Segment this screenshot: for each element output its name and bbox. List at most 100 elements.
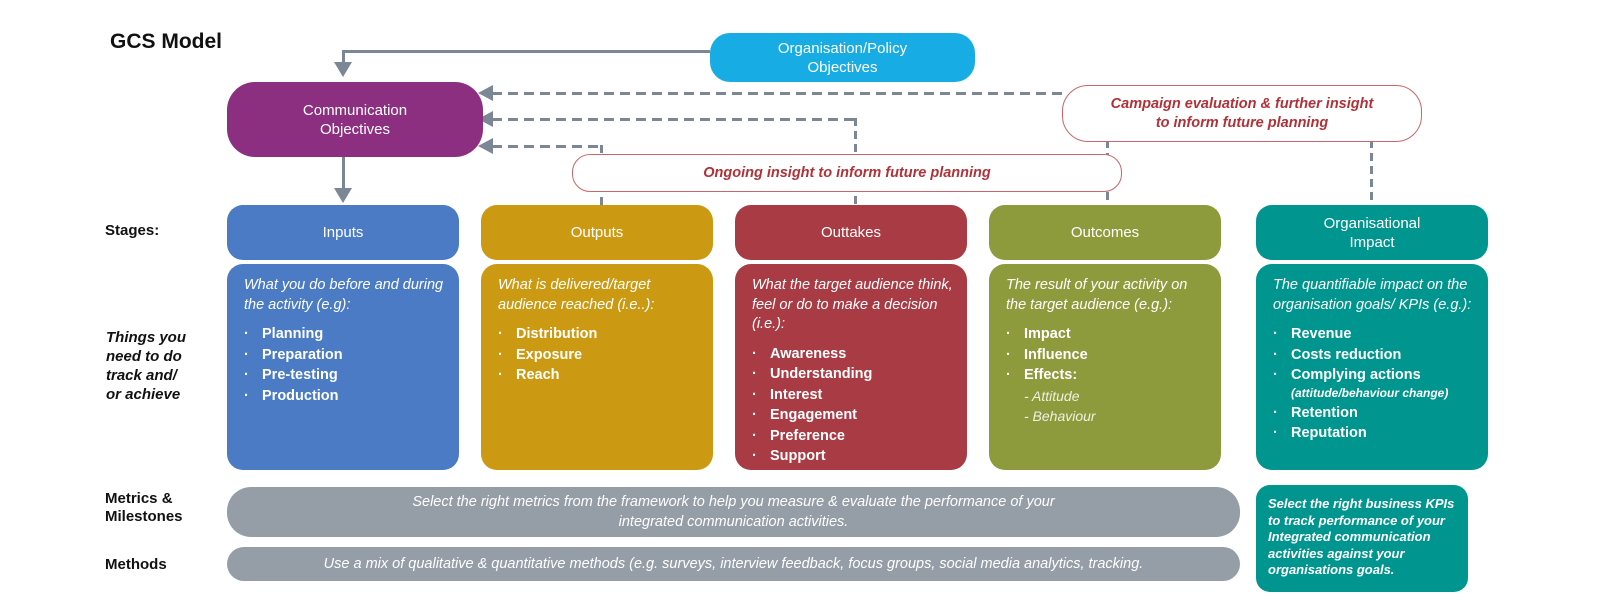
bullet-text: Awareness	[770, 345, 847, 362]
stage-content: What is delivered/target audience reache…	[481, 264, 713, 470]
stage-title-line: Impact	[1349, 233, 1395, 251]
ongoing-insight-callout: Ongoing insight to inform future plannin…	[572, 154, 1122, 192]
bullet-text: Complying actions	[1291, 367, 1421, 383]
bullet-item: · Retention	[1273, 403, 1474, 424]
bullet-dot: ·	[752, 345, 757, 362]
text-line: Milestones	[105, 508, 183, 525]
bullet-item: · Effects: - Attitude - Behaviour	[1006, 365, 1207, 426]
bullet-dot: ·	[244, 346, 249, 363]
dashed-line-outputs-feedback	[492, 145, 603, 148]
bullet-dot: ·	[498, 326, 503, 342]
bullet-dot: ·	[498, 367, 503, 383]
methods-band: Use a mix of qualitative & quantitative …	[227, 547, 1240, 581]
stage-bullet-list: ·Planning·Preparation·Pre-testing·Produc…	[244, 324, 445, 406]
dashed-line-outtakes-feedback	[492, 118, 857, 121]
bullet-item: · Complying actions (attitude/behaviour ch…	[1273, 365, 1474, 400]
bullet-dot: ·	[752, 448, 757, 464]
stage-bullet-list: · Awareness · Understanding · Interest · Engage…	[752, 344, 953, 467]
bullet-dot: ·	[1273, 346, 1278, 363]
bullet-item: · Pre-testing	[244, 365, 445, 386]
row-label-metrics: Metrics &Milestones	[105, 490, 183, 526]
bullet-dot: ·	[1273, 367, 1278, 383]
bullet-text: Understanding	[770, 366, 873, 382]
bullet-text: Revenue	[1291, 326, 1352, 342]
row-label-stages: Stages:	[105, 222, 160, 239]
bullet-text: Support	[770, 448, 826, 464]
bullet-item: · Exposure	[498, 345, 699, 366]
bullet-sub-item: - Behaviour	[1024, 407, 1096, 424]
row-label-methods: Methods	[105, 556, 167, 573]
text-line: Metrics &	[105, 490, 173, 507]
text-line: track and/	[106, 367, 177, 384]
text-line: Objectives	[807, 58, 878, 76]
text-line: Things you	[106, 329, 186, 346]
bullet-dot: ·	[1006, 367, 1011, 383]
stage-title-line: Outputs	[570, 224, 624, 241]
bullet-dot: ·	[244, 326, 249, 342]
text-line: Organisation/Policy	[777, 39, 908, 57]
arrowhead-feedback-1	[478, 85, 493, 101]
bullet-dot: ·	[1273, 404, 1278, 421]
bullet-item: · Engagement	[752, 405, 953, 426]
stage-header: Outcomes	[989, 205, 1221, 260]
bullet-text: Engagement	[770, 407, 858, 423]
stage-bullet-list: ·Impact·Influence·Effects:- Attitude- Be…	[1006, 324, 1207, 426]
bullet-text: Production	[262, 387, 339, 404]
bullet-item: · Preference	[752, 426, 953, 447]
bullet-text: Costs reduction	[1291, 346, 1402, 363]
bullet-item: ·Preparation	[244, 345, 445, 366]
stage-header: Outtakes	[735, 205, 967, 260]
bullet-dot: ·	[752, 386, 757, 403]
bullet-dot: ·	[244, 387, 249, 404]
bullet-note: (attitude/behaviour change)	[1291, 385, 1449, 400]
bullet-item: · Production	[244, 386, 445, 407]
bullet-dot: ·	[752, 407, 757, 423]
bullet-text: Preference	[770, 427, 845, 444]
bullet-sub-item: - Attitude	[1024, 387, 1080, 404]
bullet-text: Reputation	[1291, 425, 1367, 441]
text-line: integrated communication activities.	[618, 514, 849, 530]
bullet-item: · Awareness	[752, 344, 953, 365]
bullet-text: Planning	[262, 326, 324, 342]
bullet-text: Distribution	[516, 326, 598, 342]
stage-header: Inputs	[227, 205, 459, 260]
stage-content: The result of your activity on the targe…	[989, 264, 1221, 470]
bullet-dot: ·	[1006, 326, 1011, 342]
stage-content: What you do before and during the activi…	[227, 264, 459, 470]
bullet-text: Impact	[1024, 326, 1071, 342]
bullet-text: Reach	[516, 367, 560, 383]
bullet-dot: ·	[1006, 346, 1011, 363]
bullet-item: ·Influence	[1006, 345, 1207, 366]
bullet-dot: ·	[752, 427, 757, 444]
arrowhead-feedback-3	[478, 138, 493, 154]
stage-description: The result of your activity on the targe…	[1006, 277, 1188, 313]
text-line: Objectives	[319, 120, 391, 138]
stage-content: The quantifiable impact on the organisat…	[1256, 264, 1488, 470]
arrowhead-to-inputs	[334, 188, 352, 203]
stage-description: The quantifiable impact on the organisat…	[1273, 277, 1472, 313]
bullet-dot: ·	[244, 367, 249, 383]
bullet-item: · Interest	[752, 385, 953, 406]
text-line: Campaign evaluation & further insight	[1110, 95, 1374, 112]
text-line: need to do	[106, 348, 182, 365]
bullet-dot: ·	[498, 346, 503, 363]
bullet-text: Interest	[770, 386, 823, 403]
bullet-text: Effects:	[1024, 367, 1078, 383]
bullet-item: · Costs reduction	[1273, 345, 1474, 366]
connector-orgpolicy-stub	[342, 50, 345, 63]
connector-orgpolicy-line	[343, 50, 710, 53]
stage-title-line: Outcomes	[1070, 224, 1140, 241]
bullet-text: Retention	[1291, 404, 1358, 421]
stage-header: Outputs	[481, 205, 713, 260]
stage-title-line: Outtakes	[820, 224, 882, 241]
stage-description: What is delivered/target audience reache…	[498, 277, 655, 313]
dashed-line-campaign-feedback	[492, 92, 1062, 95]
text-line: or achieve	[106, 386, 181, 403]
bullet-text: Exposure	[516, 346, 583, 363]
stage-title-line: Inputs	[322, 224, 364, 241]
stage-title-line: Organisational	[1323, 214, 1421, 232]
bullet-text: Pre-testing	[262, 367, 338, 383]
